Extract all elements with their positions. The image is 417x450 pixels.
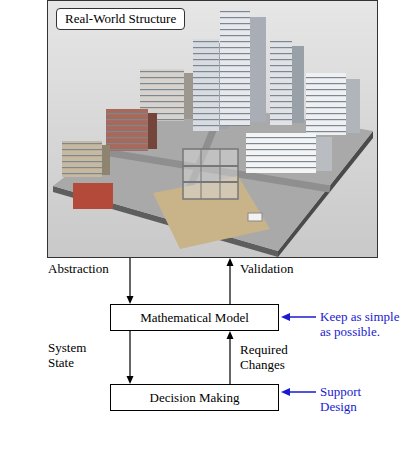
box-text: Decision Making — [150, 390, 240, 406]
process-box: Decision Making — [110, 384, 279, 411]
flow-arrow — [127, 331, 134, 384]
edge-label: Validation — [240, 261, 293, 276]
flow-arrow — [227, 331, 234, 384]
box-text: Mathematical Model — [140, 310, 249, 326]
flow-arrow — [227, 258, 234, 304]
note-text: Keep as simple as possible. — [320, 309, 412, 339]
note-text: Support Design — [320, 384, 380, 414]
frame-title: Real-World Structure — [56, 8, 185, 30]
process-box: Mathematical Model — [110, 304, 279, 331]
image-frame: Real-World Structure — [47, 0, 378, 258]
edge-label: Abstraction — [48, 261, 109, 276]
flow-arrow — [127, 258, 134, 304]
edge-label: Required Changes — [240, 342, 302, 372]
city-illustration — [48, 1, 377, 257]
edge-label: System State — [48, 340, 103, 370]
